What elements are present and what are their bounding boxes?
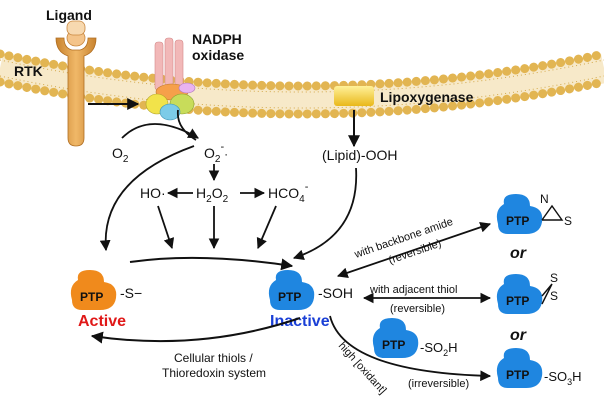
amide-nitrogen: N — [540, 192, 549, 206]
lipid-hydroperoxide: (Lipid)-OOH — [322, 147, 397, 163]
svg-text:PTP: PTP — [506, 368, 529, 382]
irreversible-label: (irreversible) — [408, 378, 469, 390]
thiol-reversible-label: (reversible) — [390, 303, 445, 315]
oxidation-arrow — [129, 256, 294, 271]
rtk-receptor — [55, 37, 97, 147]
sulfenic-acid-group: -SOH — [318, 285, 353, 301]
svg-text:PTP: PTP — [382, 338, 405, 352]
adjacent-thiol-label: with adjacent thiol — [369, 284, 457, 296]
or-connector-2: or — [510, 327, 527, 344]
lipoxygenase-icon — [334, 86, 374, 106]
cell-membrane — [0, 49, 604, 119]
superoxide-to-ptp-arrow — [99, 145, 195, 252]
nadph-oxidase-label-line1: NADPH — [192, 31, 242, 47]
hco4-to-ptp-arrow — [256, 205, 277, 249]
lipid-ooh-to-ptp-arrow — [292, 167, 358, 261]
oxygen-species: O2 — [112, 145, 129, 165]
amide-reversible-arrow — [336, 222, 492, 278]
reduction-arrow — [90, 317, 301, 344]
o2-to-superoxide-arrow — [121, 123, 199, 139]
ligand-label: Ligand — [46, 7, 92, 23]
ptp-inactive-enzyme: PTP — [268, 270, 315, 310]
ptp-active-label: PTP — [80, 290, 103, 304]
svg-text:PTP: PTP — [506, 294, 529, 308]
ptp-active-enzyme: PTP — [70, 270, 117, 310]
svg-text:PTP: PTP — [506, 214, 529, 228]
active-state-label: Active — [78, 313, 126, 330]
ptp-inactive-label: PTP — [278, 290, 301, 304]
sulfonic-acid-group: -SO3H — [544, 369, 582, 387]
rtk-label: RTK — [14, 63, 43, 79]
hydrogen-peroxide: H2O2 — [196, 185, 229, 205]
peroxymonocarbonate: HCO4- — [268, 181, 309, 205]
ptp-disulfide: PTP S S — [496, 271, 558, 314]
nox-to-superoxide-line — [176, 109, 197, 141]
reduction-label-line2: Thioredoxin system — [162, 366, 266, 380]
inactive-state-label: Inactive — [270, 313, 330, 330]
ptp-sulfinic-acid: PTP -SO2H — [372, 318, 458, 358]
disulfide-sulfur-1: S — [550, 271, 558, 285]
reduction-label-line1: Cellular thiols / — [174, 351, 253, 365]
sulfinic-acid-group: -SO2H — [420, 340, 458, 358]
irreversible-oxidation-arrow — [329, 315, 492, 382]
nadph-oxidase-complex — [145, 37, 196, 121]
or-connector-1: or — [510, 245, 527, 262]
superoxide-species: O2-· — [204, 141, 228, 165]
ptp-sulfonic-acid: PTP -SO3H — [496, 348, 582, 388]
nadph-oxidase-label-line2: oxidase — [192, 47, 244, 63]
ligand-icon — [66, 20, 86, 47]
lipoxygenase-label: Lipoxygenase — [380, 89, 474, 105]
ptp-sulfenylamide: PTP N S — [496, 192, 572, 234]
hydroxyl-radical: HO· — [140, 185, 166, 201]
hydroxyl-to-ptp-arrow — [157, 205, 175, 250]
thiolate-group: -S− — [120, 285, 142, 301]
disulfide-sulfur-2: S — [550, 289, 558, 303]
amide-sulfur: S — [564, 214, 572, 228]
